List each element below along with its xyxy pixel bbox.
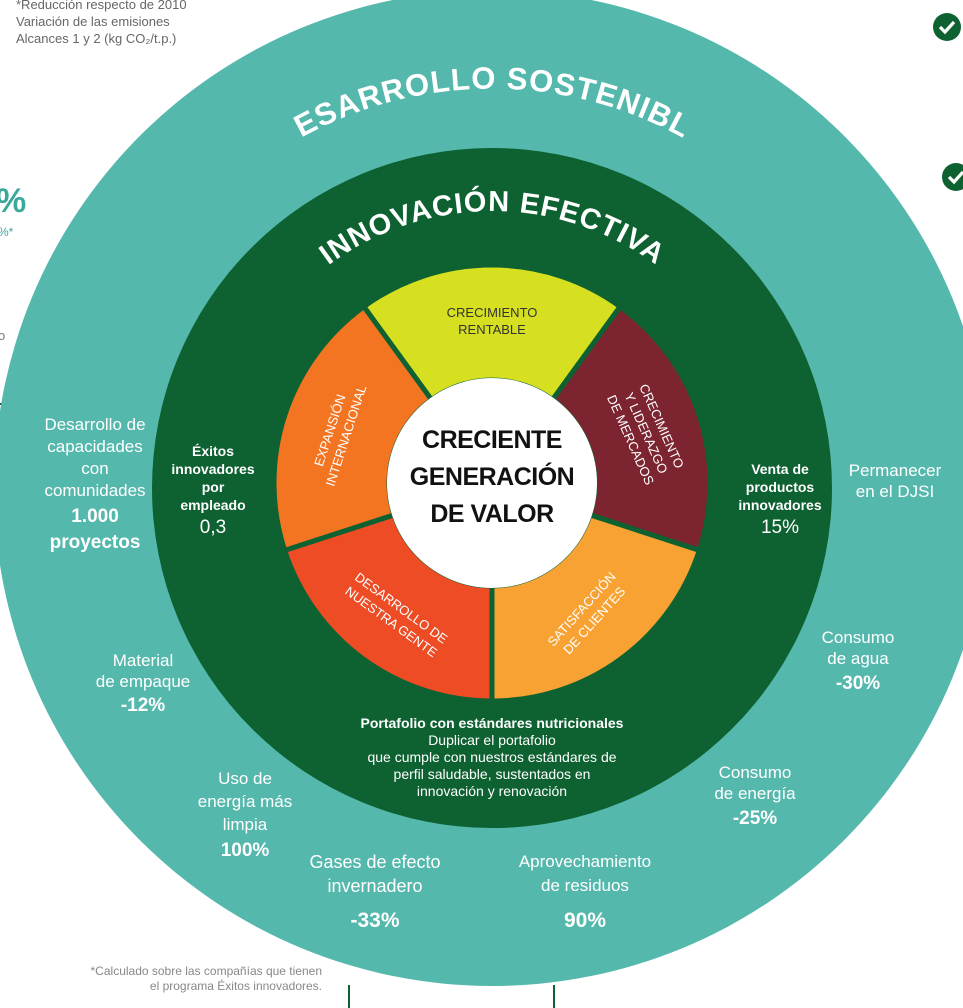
- outer-kpi-label: de energía: [714, 784, 796, 803]
- innovation-bottom-line4: innovación y renovación: [416, 783, 568, 799]
- outer-kpi-value: 1.000: [71, 506, 119, 527]
- bottom-note-line1: *Calculado sobre las compañías que tiene…: [90, 964, 322, 978]
- innovation-right-label-2: productos: [745, 479, 815, 495]
- outer-kpi-label: comunidades: [44, 481, 146, 500]
- outer-kpi-djsi: Permanecer en el DJSI: [830, 460, 960, 502]
- outer-kpi-label: Aprovechamiento: [518, 852, 652, 871]
- innovation-right-value: 15%: [760, 517, 800, 538]
- innovation-left-kpi: Éxitos innovadores por empleado 0,3: [158, 442, 268, 542]
- outer-kpi-label: Uso de: [218, 769, 272, 788]
- center-title: CRECIENTE GENERACIÓN DE VALOR: [392, 422, 592, 533]
- outer-kpi-water: Consumo de agua -30%: [783, 627, 933, 699]
- outer-kpi-label: energía más: [197, 792, 293, 811]
- innovation-right-label-3: innovadores: [738, 497, 822, 513]
- left-letter-fragment: o: [0, 328, 6, 343]
- outer-kpi-value: -30%: [835, 673, 881, 694]
- center-line2: GENERACIÓN: [409, 463, 575, 491]
- bottom-note: *Calculado sobre las compañías que tiene…: [0, 964, 322, 994]
- outer-kpi-label: invernadero: [327, 876, 423, 896]
- outer-kpi-value: 90%: [563, 909, 607, 932]
- innovation-left-label-2: innovadores: [171, 461, 255, 477]
- outer-kpi-value: -25%: [732, 808, 778, 829]
- outer-kpi-value: -33%: [350, 909, 400, 932]
- outer-kpi-value: 100%: [220, 840, 270, 861]
- check-circle-icon: [942, 163, 963, 191]
- center-line1: CRECIENTE: [422, 426, 562, 454]
- outer-kpi-communities: Desarrollo de capacidades con comunidade…: [20, 414, 170, 554]
- outer-kpi-label: Consumo: [718, 763, 792, 782]
- outer-kpi-label: en el DJSI: [855, 482, 935, 501]
- top-note-line2: Variación de las emisiones: [16, 14, 170, 29]
- outer-kpi-ghg: Gases de efecto invernadero -33%: [285, 850, 465, 944]
- innovation-left-label-4: empleado: [180, 497, 246, 513]
- value-segment-label-line: RENTABLE: [458, 322, 526, 337]
- outer-kpi-label: con: [81, 459, 109, 478]
- outer-kpi-energy: Consumo de energía -25%: [680, 762, 830, 834]
- outer-kpi-label: Permanecer: [848, 461, 942, 480]
- outer-kpi-label: Consumo: [821, 628, 895, 647]
- value-segment-label-line: CRECIMIENTO: [447, 305, 538, 320]
- innovation-left-value: 0,3: [199, 517, 227, 538]
- innovation-left-label-1: Éxitos: [191, 443, 234, 459]
- outer-kpi-value: proyectos: [49, 532, 141, 553]
- left-percent-fragment: %: [0, 182, 26, 221]
- outer-kpi-label: Material: [112, 651, 174, 670]
- left-percent-small-fragment: %*: [0, 225, 14, 239]
- innovation-left-label-3: por: [201, 479, 225, 495]
- outer-kpi-waste: Aprovechamiento de residuos 90%: [495, 850, 675, 944]
- top-note-line1: *Reducción respecto de 2010: [16, 0, 187, 12]
- top-note: *Reducción respecto de 2010 Variación de…: [16, 0, 187, 47]
- value-segment-label: CRECIMIENTO RENTABLE: [447, 305, 538, 337]
- outer-kpi-label: de agua: [827, 649, 889, 668]
- innovation-right-label-1: Venta de: [751, 461, 809, 477]
- innovation-bottom-title: Portafolio con estándares nutricionales: [360, 715, 624, 731]
- bottom-note-line2: el programa Éxitos innovadores.: [149, 979, 322, 993]
- outer-kpi-label: de residuos: [541, 876, 629, 895]
- outer-kpi-label: de empaque: [95, 672, 191, 691]
- outer-kpi-packaging: Material de empaque -12%: [68, 650, 218, 720]
- innovation-bottom-line2: que cumple con nuestros estándares de: [367, 749, 617, 765]
- outer-kpi-label: limpia: [222, 815, 268, 834]
- outer-kpi-label: capacidades: [47, 437, 143, 456]
- innovation-bottom-line3: perfil saludable, sustentados en: [393, 766, 591, 782]
- center-line3: DE VALOR: [430, 500, 554, 528]
- innovation-right-kpi: Venta de productos innovadores 15%: [725, 460, 835, 542]
- top-note-line3: Alcances 1 y 2 (kg CO₂/t.p.): [16, 31, 177, 46]
- outer-kpi-label: Desarrollo de: [44, 415, 146, 434]
- check-circle-icon: [933, 13, 961, 41]
- innovation-bottom-kpi: Portafolio con estándares nutricionales …: [322, 715, 662, 800]
- innovation-bottom-line1: Duplicar el portafolio: [428, 732, 556, 748]
- center-circle: [387, 378, 597, 588]
- outer-kpi-label: Gases de efecto: [309, 852, 441, 872]
- outer-kpi-value: -12%: [120, 695, 166, 716]
- outer-kpi-clean-energy: Uso de energía más limpia 100%: [170, 767, 320, 866]
